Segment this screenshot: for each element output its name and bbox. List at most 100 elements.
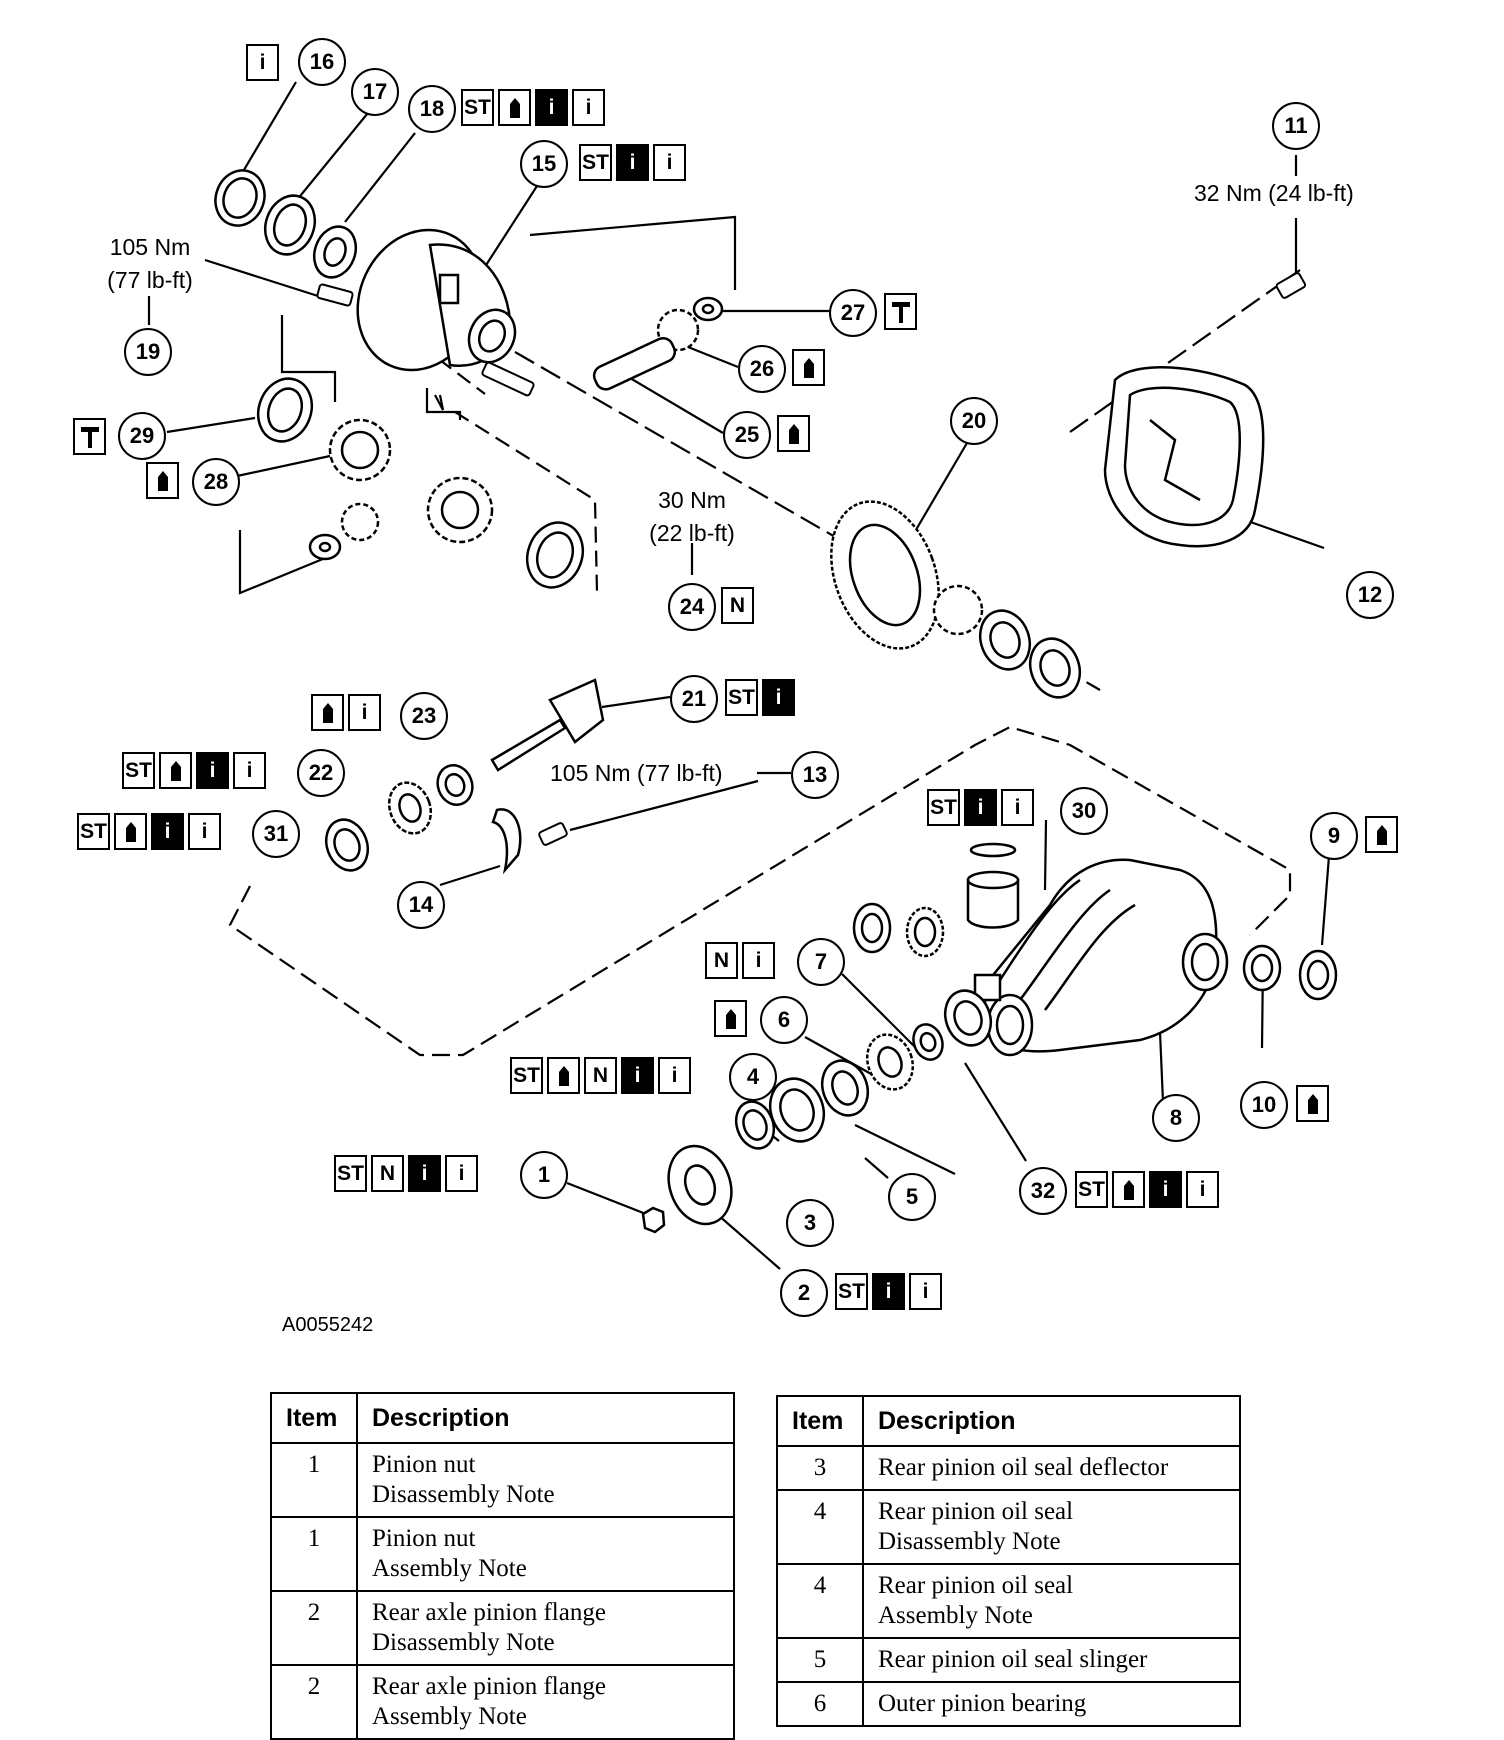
torque-spec-24-lbft: (22 lb-ft)	[649, 520, 735, 546]
torque-spec-19: 105 Nm (77 lb-ft)	[92, 231, 208, 297]
description-line: Rear pinion oil seal deflector	[878, 1454, 1169, 1481]
icons-15: ST i i	[579, 144, 686, 181]
icons-32: ST i i	[1075, 1171, 1219, 1208]
description-line: Outer pinion bearing	[878, 1690, 1087, 1717]
item-number: 6	[776, 1681, 864, 1727]
grease-icon	[1365, 816, 1398, 853]
special-tool-icon: ST	[510, 1057, 543, 1094]
description-line: Rear axle pinion flange	[372, 1673, 606, 1700]
item-description: Rear pinion oil seal Disassembly Note	[862, 1489, 1241, 1565]
callout-5: 5	[888, 1173, 936, 1221]
item-number: 5	[776, 1637, 864, 1683]
description-line: Rear pinion oil seal	[878, 1572, 1074, 1599]
item-number: 2	[270, 1590, 358, 1666]
item-number: 4	[776, 1489, 864, 1565]
parts-table-right: Item Description 3 Rear pinion oil seal …	[776, 1395, 1241, 1727]
torque-spec-19-nm: 105 Nm	[109, 234, 191, 260]
info-icon-inverted: i	[535, 89, 568, 126]
icons-1: ST N i i	[334, 1155, 478, 1192]
grease-icon	[146, 462, 179, 499]
item-description: Outer pinion bearing	[862, 1681, 1241, 1727]
special-tool-icon: ST	[334, 1155, 367, 1192]
description-note-link[interactable]: Disassembly Note	[372, 1481, 555, 1508]
torque-spec-24-nm: 30 Nm	[658, 487, 726, 513]
column-header-description: Description	[862, 1395, 1241, 1447]
new-part-icon: N	[371, 1155, 404, 1192]
table-header-row: Item Description	[270, 1392, 735, 1444]
info-icon-inverted: i	[196, 752, 229, 789]
callout-16: 16	[298, 38, 346, 86]
info-icon: i	[1186, 1171, 1219, 1208]
description-note-link[interactable]: Assembly Note	[878, 1602, 1033, 1629]
table-row: 4 Rear pinion oil seal Disassembly Note	[776, 1489, 1241, 1565]
callout-4: 4	[729, 1053, 777, 1101]
parts-table-left: Item Description 1 Pinion nut Disassembl…	[270, 1392, 735, 1740]
grease-icon	[792, 349, 825, 386]
grease-icon	[714, 1000, 747, 1037]
callout-1: 1	[520, 1151, 568, 1199]
icons-10	[1296, 1085, 1329, 1122]
icons-29	[73, 418, 106, 455]
info-icon-inverted: i	[964, 789, 997, 826]
callout-20: 20	[950, 397, 998, 445]
description-note-link[interactable]: Disassembly Note	[878, 1528, 1061, 1555]
callout-3: 3	[786, 1199, 834, 1247]
callout-25: 25	[723, 411, 771, 459]
callout-11: 11	[1272, 102, 1320, 150]
item-number: 4	[776, 1563, 864, 1639]
icons-25	[777, 415, 810, 452]
callout-28: 28	[192, 458, 240, 506]
grease-icon	[114, 813, 147, 850]
icons-7: N i	[705, 942, 775, 979]
description-line: Rear pinion oil seal slinger	[878, 1646, 1148, 1673]
info-icon: i	[348, 694, 381, 731]
info-icon: i	[742, 942, 775, 979]
callout-30: 30	[1060, 787, 1108, 835]
icons-28	[146, 462, 179, 499]
callout-10: 10	[1240, 1081, 1288, 1129]
callout-27: 27	[829, 289, 877, 337]
icons-18: ST i i	[461, 89, 605, 126]
info-icon: i	[572, 89, 605, 126]
callout-6: 6	[760, 996, 808, 1044]
callout-21: 21	[670, 675, 718, 723]
callout-13: 13	[791, 751, 839, 799]
icons-22: ST i i	[122, 752, 266, 789]
grease-icon	[498, 89, 531, 126]
callout-19: 19	[124, 328, 172, 376]
info-icon: i	[445, 1155, 478, 1192]
icons-31: ST i i	[77, 813, 221, 850]
info-icon-inverted: i	[616, 144, 649, 181]
info-icon-inverted: i	[762, 679, 795, 716]
description-line: Pinion nut	[372, 1525, 476, 1552]
grease-icon	[547, 1057, 580, 1094]
special-tool-icon: ST	[122, 752, 155, 789]
special-tool-icon: ST	[927, 789, 960, 826]
description-line: Pinion nut	[372, 1451, 476, 1478]
info-icon-inverted: i	[151, 813, 184, 850]
callout-9: 9	[1310, 812, 1358, 860]
callout-26: 26	[738, 345, 786, 393]
item-number: 1	[270, 1516, 358, 1592]
description-note-link[interactable]: Assembly Note	[372, 1555, 527, 1582]
item-description: Pinion nut Assembly Note	[356, 1516, 735, 1592]
callout-31: 31	[252, 810, 300, 858]
description-note-link[interactable]: Disassembly Note	[372, 1629, 555, 1656]
item-description: Pinion nut Disassembly Note	[356, 1442, 735, 1518]
table-row: 3 Rear pinion oil seal deflector	[776, 1445, 1241, 1491]
grease-icon	[311, 694, 344, 731]
description-note-link[interactable]: Assembly Note	[372, 1703, 527, 1730]
callout-12: 12	[1346, 571, 1394, 619]
column-header-item: Item	[270, 1392, 358, 1444]
table-row: 6 Outer pinion bearing	[776, 1681, 1241, 1727]
info-icon: i	[233, 752, 266, 789]
callout-14: 14	[397, 881, 445, 929]
callout-2: 2	[780, 1269, 828, 1317]
callout-8: 8	[1152, 1094, 1200, 1142]
callout-22: 22	[297, 749, 345, 797]
info-icon-inverted: i	[408, 1155, 441, 1192]
callout-24: 24	[668, 583, 716, 631]
table-row: 2 Rear axle pinion flange Assembly Note	[270, 1664, 735, 1740]
special-tool-icon: ST	[725, 679, 758, 716]
icons-23: i	[311, 694, 381, 731]
